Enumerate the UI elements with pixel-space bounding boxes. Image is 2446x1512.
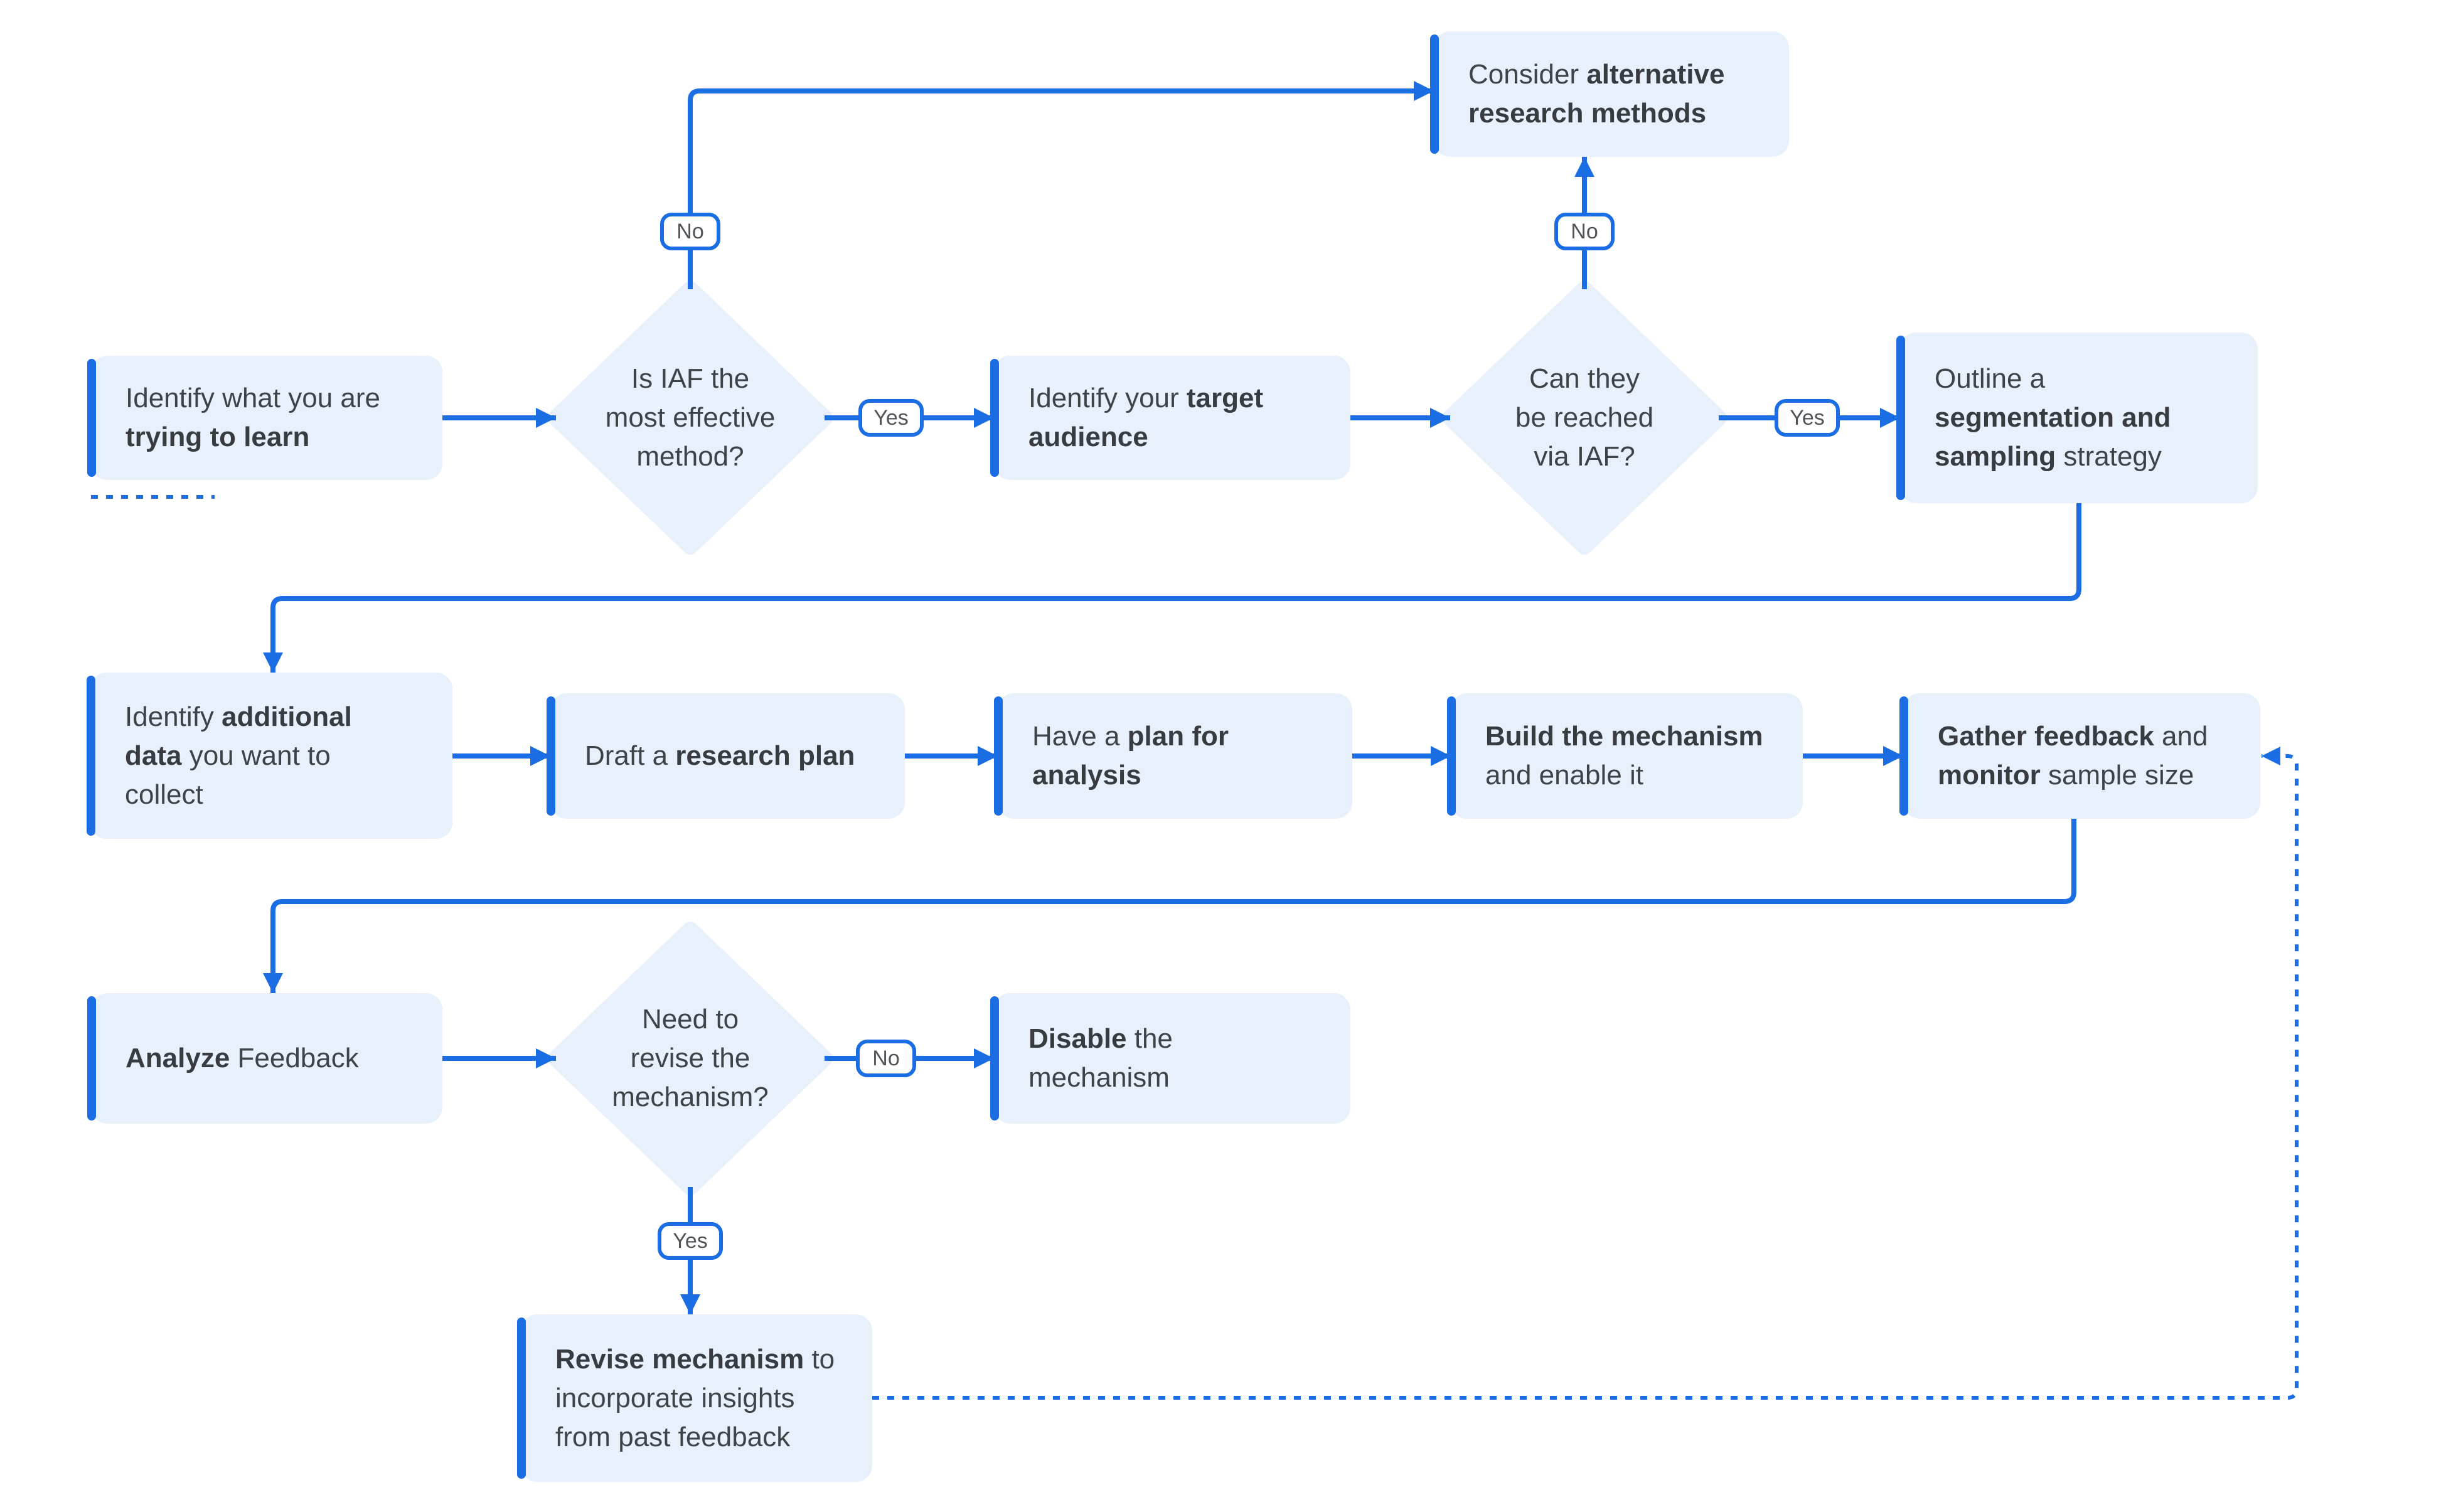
badge-no-iaf-effective: No (660, 213, 720, 250)
node-research-plan: Draft a research plan (547, 693, 905, 819)
node-research-plan-label: Draft a research plan (585, 740, 855, 771)
badge-no-revise: No (856, 1040, 916, 1077)
node-accent-bar (87, 676, 95, 836)
node-analyze-feedback: Analyze Feedback (87, 993, 442, 1124)
node-accent-bar (990, 359, 999, 477)
badge-yes-revise: Yes (658, 1222, 723, 1260)
connector-iaf-no-to-alternative (688, 81, 1434, 289)
node-accent-bar (1896, 336, 1905, 500)
node-accent-bar (994, 696, 1003, 816)
badge-yes-reach-iaf: Yes (1775, 399, 1840, 437)
connector-gather-to-analyze (263, 819, 2076, 993)
node-accent-bar (517, 1318, 526, 1479)
connector-segmentation-to-additional-data (263, 503, 2081, 673)
node-accent-bar (1430, 35, 1439, 154)
node-accent-bar (1447, 696, 1456, 816)
node-accent-bar (547, 696, 555, 816)
node-analyze-feedback-label: Analyze Feedback (126, 1043, 359, 1073)
connector-feedback-loop-dashed (872, 747, 2299, 1400)
node-accent-bar (87, 996, 96, 1121)
node-accent-bar (87, 359, 96, 477)
badge-yes-iaf-effective: Yes (858, 399, 924, 437)
badge-no-reach-iaf: No (1554, 213, 1615, 250)
node-accent-bar (990, 996, 999, 1121)
node-accent-bar (1899, 696, 1908, 816)
